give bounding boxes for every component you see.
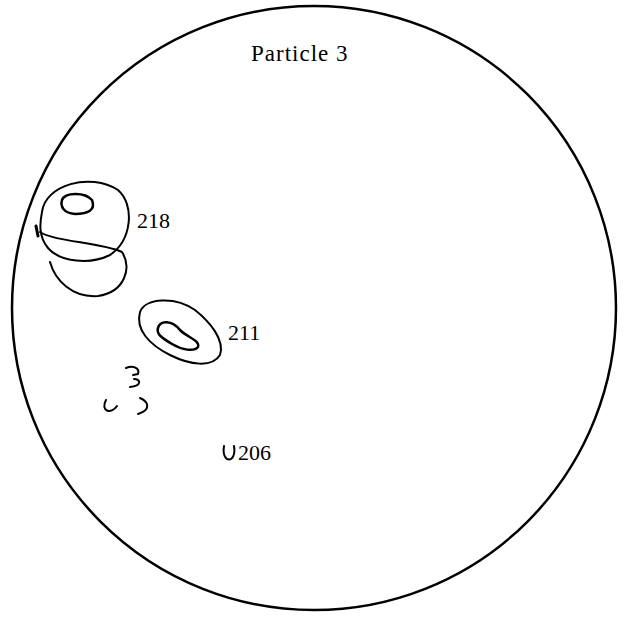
- contour-fragment: [126, 367, 139, 387]
- field-circle: [12, 6, 616, 610]
- contour-fragment: [104, 400, 117, 411]
- contour-inner: [62, 194, 94, 214]
- callout-number: 218: [137, 210, 170, 232]
- contour-mark: [36, 226, 38, 236]
- contour-outer: [139, 300, 221, 363]
- contour-inner: [158, 322, 199, 350]
- contour-fragment: [138, 398, 147, 414]
- callout-number: 206: [238, 442, 271, 464]
- contour-fragment: [224, 446, 235, 460]
- callout-number: 211: [228, 322, 260, 344]
- contour-lobe: [40, 232, 126, 296]
- diagram-title: Particle 3: [251, 42, 349, 65]
